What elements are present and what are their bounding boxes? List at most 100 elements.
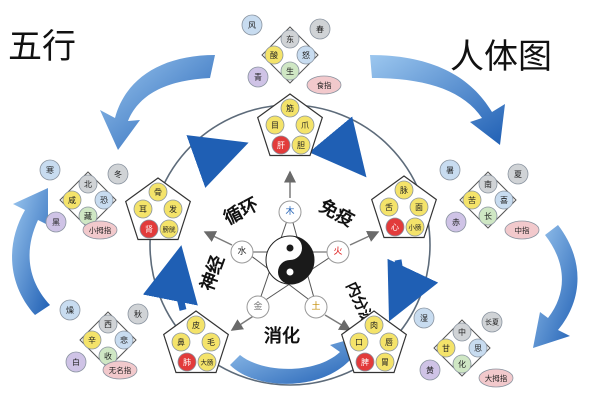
attr-fire-direction: 南: [478, 174, 498, 194]
attr-fire-color: 赤: [445, 211, 467, 233]
attr-fire-color-label: 赤: [452, 218, 460, 227]
attr-metal-taste: 辛: [82, 330, 102, 350]
attr-fire-emotion: 喜: [494, 190, 514, 210]
attr-fire-taste: 苦: [462, 190, 482, 210]
attr-earth-season: 长夏: [481, 311, 503, 333]
attr-earth-color: 黄: [419, 359, 441, 381]
attr-water-climate-label: 寒: [46, 165, 54, 175]
attr-earth-transform-label: 化: [458, 359, 466, 369]
attr-wood-taste: 酸: [264, 45, 284, 65]
pentagon-earth-b-label: 唇: [385, 338, 393, 347]
pentagon-earth-c: 脾: [355, 352, 375, 372]
attr-water-taste-label: 咸: [68, 195, 76, 205]
attr-earth-emotion: 思: [468, 338, 488, 358]
organ-pentagons: 筋目爪肝胆脉舌面心小肠肉口唇脾胃皮鼻毛肺大肠骨耳发肾膀胱: [124, 93, 438, 374]
attr-water-transform-label: 藏: [84, 211, 92, 221]
attributes-water: 寒北 冬咸 恐藏黑 小拇指: [39, 159, 129, 240]
pentagon-water-c: 肾: [139, 219, 159, 239]
attr-metal-season-label: 秋: [134, 309, 142, 319]
attr-fire-emotion-label: 喜: [500, 195, 508, 205]
attr-metal-emotion: 悲: [114, 330, 134, 350]
attr-earth-finger-label: 大拇指: [485, 373, 508, 383]
attr-metal-direction: 西: [98, 314, 118, 334]
attr-metal-finger: 无名指: [102, 360, 138, 380]
pentagon-metal-yang-label: 皮: [192, 320, 200, 330]
pentagon-earth-d: 胃: [375, 352, 395, 372]
arrow-to-metal: [230, 314, 256, 331]
attr-water-taste: 咸: [62, 190, 82, 210]
attr-fire-season-label: 夏: [514, 170, 522, 179]
pentagon-water-a: 耳: [133, 199, 153, 219]
pentagon-wood-c-label: 肝: [277, 141, 285, 150]
pentagon-metal-yang: 皮: [186, 315, 206, 335]
element-wood-circle: [278, 200, 302, 224]
ring-arrow-1: [309, 116, 367, 178]
pentagon-metal: 皮鼻毛肺大肠: [162, 310, 230, 374]
pentagon-fire-c: 心: [385, 217, 405, 237]
yin-yang-symbol: [265, 235, 315, 285]
attr-water-finger: 小拇指: [82, 220, 118, 240]
pentagon-metal-b-label: 毛: [207, 337, 215, 347]
pentagon-metal-d: 大肠: [197, 352, 217, 372]
pentagon-wood-b-label: 爪: [301, 121, 309, 130]
attr-wood-transform: 生: [280, 61, 300, 81]
attr-earth-color-label: 黄: [426, 365, 434, 375]
ring-arrow-4: [186, 135, 249, 188]
attr-wood-season-label: 春: [316, 24, 324, 34]
pentagon-wood-yang: 筋: [280, 98, 300, 118]
element-water-label: 水: [237, 245, 246, 257]
attr-earth-transform: 化: [452, 354, 472, 374]
attr-wood-emotion-label: 怒: [302, 50, 310, 60]
attr-wood-direction: 东: [280, 29, 300, 49]
pentagon-wood-a: 目: [265, 115, 285, 135]
attr-fire-transform: 长: [478, 206, 498, 226]
attr-water-season-label: 冬: [114, 169, 122, 179]
pentagon-wood-d-label: 胆: [297, 141, 305, 150]
attr-metal-transform-label: 收: [104, 351, 112, 361]
pentagon-water-d-label: 膀胱: [163, 225, 177, 234]
attr-metal-color: 白: [65, 351, 87, 373]
pentagon-metal-b: 毛: [201, 332, 221, 352]
attr-earth-season-label: 长夏: [485, 318, 499, 327]
attr-wood-climate-label: 风: [248, 21, 256, 30]
attr-water-color-label: 黑: [52, 218, 60, 227]
curved-arrow-top-left: [100, 55, 215, 150]
attributes-fire: 暑南夏苦喜长赤中指: [439, 159, 540, 240]
element-fire-circle: [326, 240, 350, 264]
pentagon-fire-d: 小肠: [405, 217, 425, 237]
element-metal-circle: [246, 295, 270, 319]
arrow-to-fire: [349, 230, 380, 246]
attr-water-emotion: 恐: [94, 190, 114, 210]
attr-fire-climate-label: 暑: [446, 166, 454, 175]
attributes-metal: 燥西 秋辛悲收 白无名指: [59, 299, 149, 380]
pentagon-fire-c-label: 心: [391, 223, 399, 232]
attributes-earth: 湿中长夏甘思化黄大拇指: [413, 307, 514, 388]
pentagon-fire-b-label: 面: [415, 203, 423, 212]
pentagon-metal-a: 鼻: [171, 332, 191, 352]
pentagon-wood-yang-label: 筋: [286, 103, 294, 113]
curved-arrow-left: [12, 188, 50, 315]
attributes-wood: 风东春酸怒生青食指: [241, 14, 342, 95]
pentagon-metal-d-label: 大肠: [201, 358, 215, 367]
pentagon-earth-yang: 肉: [364, 315, 384, 335]
pentagon-fire-b: 面: [409, 197, 429, 217]
attr-metal-climate: 燥: [59, 299, 81, 321]
attr-metal-finger-label: 无名指: [109, 365, 132, 375]
attr-water-direction-label: 北: [84, 180, 92, 189]
attr-earth-direction: 中: [452, 322, 472, 342]
pentagon-fire-a: 舌: [379, 197, 399, 217]
element-metal-label: 金: [253, 300, 262, 312]
curved-arrow-bottom: [230, 335, 365, 384]
pentagon-wood-d: 胆: [291, 135, 311, 155]
attr-fire-transform-label: 长: [484, 211, 492, 221]
attribute-clusters: 风东春酸怒生青食指暑南夏苦喜长赤中指湿中长夏甘思化黄大拇指燥西秋辛悲收白无名指寒…: [39, 14, 540, 388]
attr-wood-direction-label: 东: [286, 34, 294, 44]
pentagon-water: 骨耳发肾膀胱: [124, 177, 192, 241]
attr-metal-direction-label: 西: [104, 320, 112, 329]
pentagon-earth-d-label: 胃: [381, 358, 389, 367]
pentagon-water-b-label: 发: [169, 204, 177, 214]
pentagon-wood-a-label: 目: [271, 121, 279, 130]
ring-word-immunity: 免疫: [316, 195, 358, 231]
attr-water-transform: 藏: [78, 206, 98, 226]
